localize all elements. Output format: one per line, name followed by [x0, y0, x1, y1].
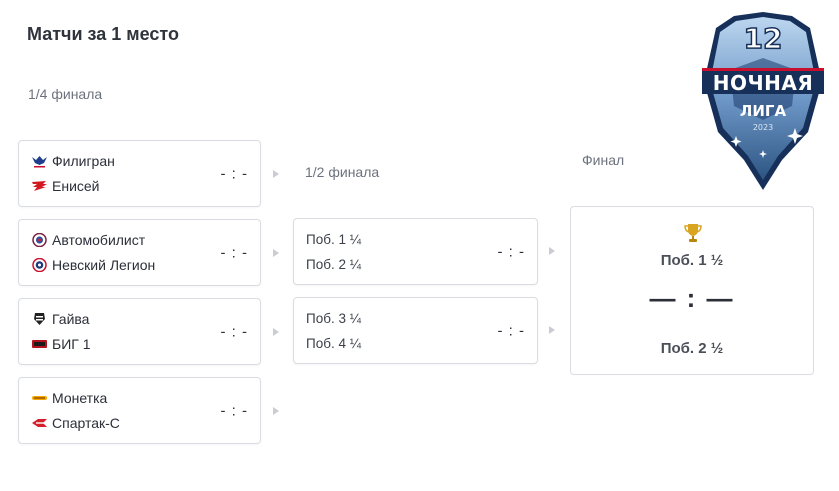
filigran-logo-icon	[32, 156, 47, 168]
final-team-2: Поб. 2 ½	[660, 340, 724, 357]
match-score: - : -	[220, 165, 248, 182]
team-name: Спартак-С	[52, 415, 120, 431]
team-row: Невский Легион	[31, 256, 155, 274]
team-name: Невский Легион	[52, 257, 156, 273]
team-row: Спартак-С	[31, 414, 120, 432]
round-label-final: Финал	[582, 152, 625, 168]
team-row: БИГ 1	[31, 335, 91, 353]
league-year: 2023	[753, 123, 773, 132]
team-name: Енисей	[52, 178, 100, 194]
semifinal-match-1[interactable]: Поб. 1 ¼ Поб. 2 ¼ - : -	[293, 218, 538, 285]
avtomobilist-logo-icon	[32, 233, 47, 247]
team-name: БИГ 1	[52, 336, 91, 352]
big1-logo-icon	[32, 340, 47, 348]
arrow-right-icon	[273, 328, 279, 336]
team-row: Енисей	[31, 177, 100, 195]
match-score: - : -	[497, 243, 525, 260]
round-label-semifinal: 1/2 финала	[305, 164, 380, 180]
match-score: - : -	[220, 244, 248, 261]
semifinal-match-2[interactable]: Поб. 3 ¼ Поб. 4 ¼ - : -	[293, 297, 538, 364]
bracket-title: Матчи за 1 место	[27, 24, 179, 44]
trophy-icon	[684, 224, 702, 242]
league-name-line1: НОЧНАЯ	[713, 71, 814, 95]
quarterfinal-match-2[interactable]: Автомобилист Невский Легион - : -	[18, 219, 261, 286]
quarterfinal-match-4[interactable]: Монетка Спартак-С - : -	[18, 377, 261, 444]
team-placeholder: Поб. 4 ¼	[306, 335, 361, 351]
team-placeholder: Поб. 2 ¼	[306, 256, 361, 272]
arrow-right-icon	[273, 249, 279, 257]
final-match[interactable]: Поб. 1 ½ — : — Поб. 2 ½	[570, 206, 814, 375]
quarterfinal-match-3[interactable]: Гайва БИГ 1 - : -	[18, 298, 261, 365]
final-score: — : —	[649, 283, 735, 313]
league-name-line2: ЛИГА	[740, 102, 787, 120]
spartak-logo-icon	[32, 419, 47, 427]
team-row: Поб. 2 ¼	[306, 255, 361, 273]
match-score: - : -	[220, 323, 248, 340]
team-name: Филигран	[52, 153, 115, 169]
night-league-logo: 12 НОЧНАЯ ЛИГА 2023	[702, 12, 824, 190]
team-row: Монетка	[31, 389, 107, 407]
team-row: Поб. 1 ¼	[306, 230, 361, 248]
arrow-right-icon	[273, 407, 279, 415]
yenisei-logo-icon	[32, 181, 47, 191]
team-row: Гайва	[31, 310, 89, 328]
team-row: Поб. 4 ¼	[306, 334, 361, 352]
team-placeholder: Поб. 1 ¼	[306, 231, 361, 247]
team-row: Поб. 3 ¼	[306, 309, 361, 327]
team-row: Филигран	[31, 152, 115, 170]
team-name: Автомобилист	[52, 232, 146, 248]
league-number: 12	[744, 22, 783, 55]
gaiva-logo-icon	[34, 313, 45, 325]
team-row: Автомобилист	[31, 231, 145, 249]
monetka-logo-icon	[32, 396, 47, 400]
team-name: Гайва	[52, 311, 90, 327]
team-placeholder: Поб. 3 ¼	[306, 310, 361, 326]
final-team-1: Поб. 1 ½	[660, 252, 724, 269]
nevsky-legion-logo-icon	[32, 258, 47, 272]
round-label-quarterfinal: 1/4 финала	[28, 86, 103, 102]
arrow-right-icon	[549, 247, 555, 255]
quarterfinal-match-1[interactable]: Филигран Енисей - : -	[18, 140, 261, 207]
team-name: Монетка	[52, 390, 108, 406]
arrow-right-icon	[273, 170, 279, 178]
match-score: - : -	[497, 322, 525, 339]
match-score: - : -	[220, 402, 248, 419]
arrow-right-icon	[549, 326, 555, 334]
